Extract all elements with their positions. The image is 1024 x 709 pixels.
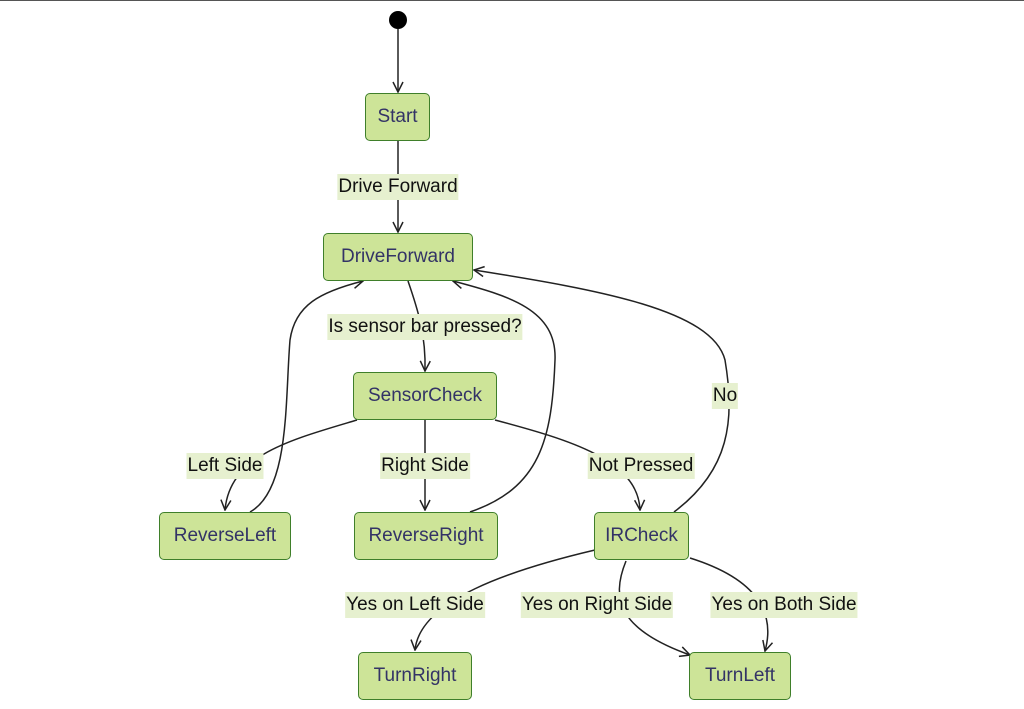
edge-reverseleft-to-driveforward bbox=[249, 281, 363, 513]
state-driveforward[interactable]: DriveForward bbox=[323, 233, 473, 281]
state-turnleft[interactable]: TurnLeft bbox=[689, 652, 791, 700]
transition-label-drive-forward: Drive Forward bbox=[337, 174, 459, 200]
transition-label-yes-on-both-side: Yes on Both Side bbox=[710, 592, 858, 618]
transition-label-right-side: Right Side bbox=[380, 453, 470, 479]
edge-sensorcheck-to-reverseleft bbox=[225, 419, 358, 510]
edge-reverseright-to-driveforward bbox=[453, 281, 556, 513]
edge-ircheck-to-driveforward bbox=[474, 270, 730, 513]
state-sensorcheck[interactable]: SensorCheck bbox=[353, 372, 497, 420]
state-reverseright[interactable]: ReverseRight bbox=[354, 512, 498, 560]
initial-state-dot bbox=[389, 11, 407, 29]
edge-ircheck-to-turnright bbox=[415, 549, 596, 650]
transition-label-yes-on-left-side: Yes on Left Side bbox=[345, 592, 485, 618]
state-ircheck[interactable]: IRCheck bbox=[594, 512, 689, 560]
top-border bbox=[0, 0, 1024, 1]
transition-label-is-sensor-bar-pressed: Is sensor bar pressed? bbox=[327, 314, 523, 340]
state-turnright[interactable]: TurnRight bbox=[358, 652, 472, 700]
transition-label-yes-on-right-side: Yes on Right Side bbox=[520, 592, 674, 618]
state-start[interactable]: Start bbox=[365, 93, 430, 141]
transition-label-left-side: Left Side bbox=[186, 453, 264, 479]
transition-label-not-pressed: Not Pressed bbox=[587, 453, 695, 479]
state-reverseleft[interactable]: ReverseLeft bbox=[159, 512, 291, 560]
transition-label-no: No bbox=[711, 383, 739, 409]
